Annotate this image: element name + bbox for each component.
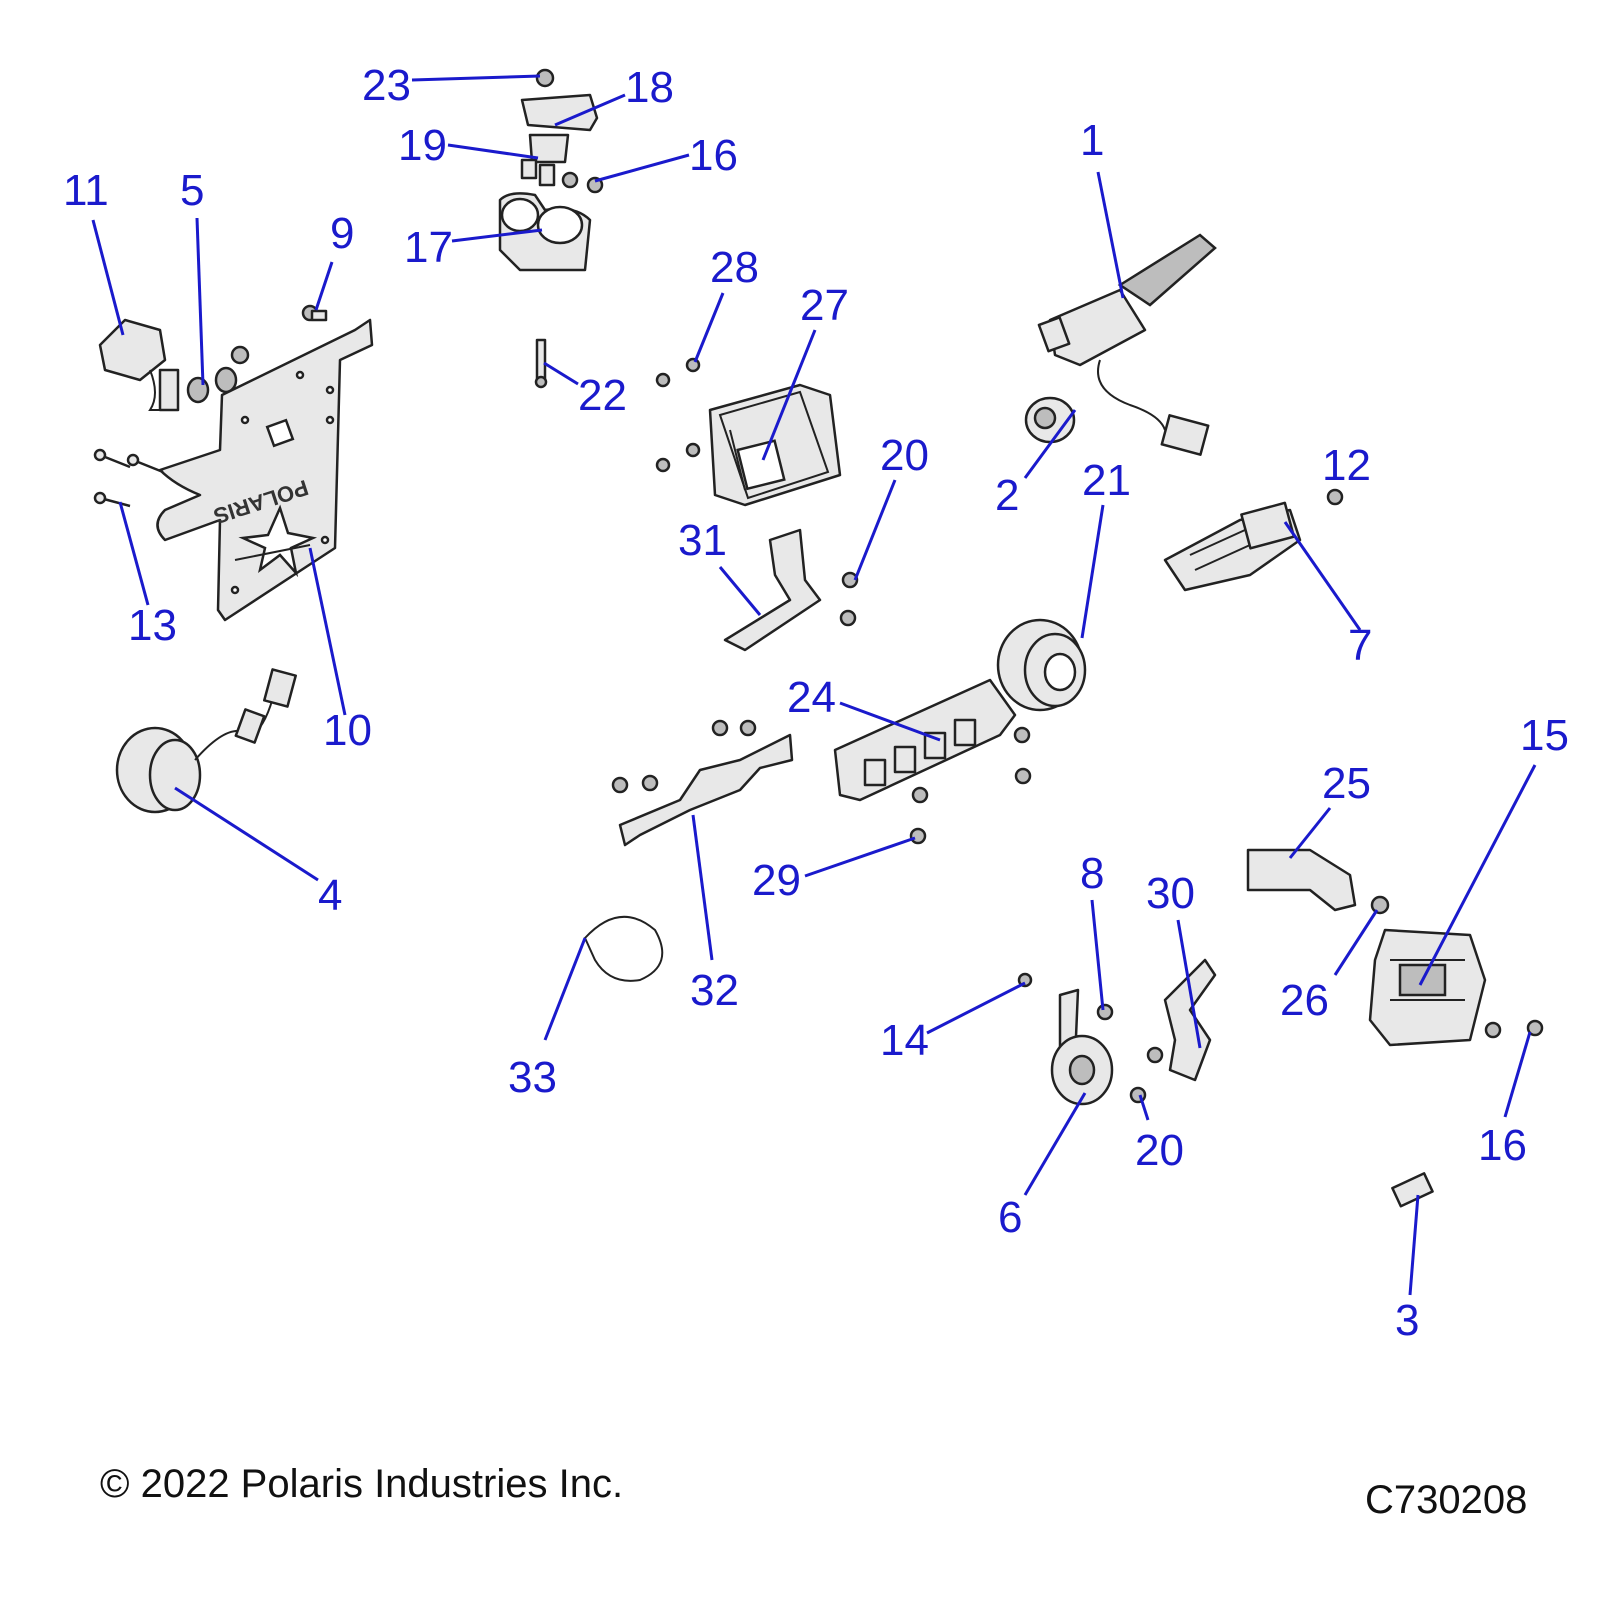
callout-8[interactable]: 8 — [1080, 849, 1104, 898]
callout-19[interactable]: 19 — [398, 121, 447, 170]
figure-id: C730208 — [1365, 1478, 1528, 1522]
switch-1-part — [1037, 233, 1217, 456]
fuse-block-24-part — [833, 678, 1032, 804]
callout-21[interactable]: 21 — [1082, 456, 1131, 505]
connector-7-part — [1163, 501, 1302, 592]
bracket-30-part — [1146, 958, 1217, 1082]
callout-12[interactable]: 12 — [1322, 441, 1371, 490]
screw-26-part — [1370, 895, 1390, 915]
callout-29[interactable]: 29 — [752, 856, 801, 905]
callout-5[interactable]: 5 — [180, 166, 204, 215]
callout-4[interactable]: 4 — [318, 871, 342, 920]
callout-10[interactable]: 10 — [323, 706, 372, 755]
mounting-plate-part: POLARIS — [156, 318, 374, 622]
copyright-text: © 2022 Polaris Industries Inc. — [100, 1462, 624, 1506]
callout-30[interactable]: 30 — [1146, 869, 1195, 918]
bolt-9-part — [301, 304, 328, 322]
bracket-31-part — [723, 528, 859, 652]
screw-12-part — [1326, 488, 1344, 506]
fuse-holder-parts — [498, 68, 604, 272]
callout-7[interactable]: 7 — [1348, 621, 1372, 670]
callout-13[interactable]: 13 — [128, 601, 177, 650]
callout-3[interactable]: 3 — [1395, 1296, 1419, 1345]
callout-22[interactable]: 22 — [578, 371, 627, 420]
screws-28-part — [655, 357, 701, 473]
parts-drawings: POLARIS — [93, 68, 1544, 1208]
callout-11[interactable]: 11 — [63, 166, 109, 215]
screw-29-part — [909, 827, 927, 845]
horn-6-part — [1050, 988, 1114, 1106]
bracket-25-part — [1246, 848, 1357, 912]
callout-9[interactable]: 9 — [330, 209, 354, 258]
callout-6[interactable]: 6 — [998, 1193, 1022, 1242]
callout-17[interactable]: 17 — [404, 223, 453, 272]
callout-25[interactable]: 25 — [1322, 759, 1371, 808]
callout-2[interactable]: 2 — [995, 471, 1019, 520]
sensor-4-part — [115, 668, 297, 814]
regulator-15-part — [1368, 928, 1544, 1047]
callout-27[interactable]: 27 — [800, 281, 849, 330]
strap-33-part — [583, 915, 664, 982]
ecu-27-part — [708, 383, 842, 507]
callout-1[interactable]: 1 — [1080, 116, 1104, 165]
callout-numbers: 1 2 3 4 5 6 7 8 9 10 11 13 12 14 15 16 1… — [63, 61, 1569, 1345]
callout-32[interactable]: 32 — [690, 966, 739, 1015]
callout-28[interactable]: 28 — [710, 243, 759, 292]
screw-8-part — [1096, 1003, 1114, 1021]
callout-26[interactable]: 26 — [1280, 976, 1329, 1025]
leader-lines — [91, 74, 1537, 1296]
callout-33[interactable]: 33 — [508, 1053, 557, 1102]
callout-31[interactable]: 31 — [678, 516, 727, 565]
bolt-22-part — [534, 338, 548, 389]
bracket-32-part — [611, 719, 794, 847]
callout-14[interactable]: 14 — [880, 1016, 929, 1065]
plate-bolts — [93, 448, 164, 508]
callout-16-right[interactable]: 16 — [1478, 1121, 1527, 1170]
pulley-21-part — [996, 618, 1087, 712]
bolt-part — [230, 345, 250, 365]
callout-24[interactable]: 24 — [787, 673, 836, 722]
callout-16-top[interactable]: 16 — [689, 131, 738, 180]
callout-20-top[interactable]: 20 — [880, 431, 929, 480]
cap-2-part — [1024, 396, 1076, 444]
callout-18[interactable]: 18 — [625, 63, 674, 112]
callout-15[interactable]: 15 — [1520, 711, 1569, 760]
connector-11-part — [98, 318, 180, 412]
callout-23[interactable]: 23 — [362, 61, 411, 110]
sensor-3-part — [1391, 1172, 1434, 1208]
callout-20-bottom[interactable]: 20 — [1135, 1126, 1184, 1175]
